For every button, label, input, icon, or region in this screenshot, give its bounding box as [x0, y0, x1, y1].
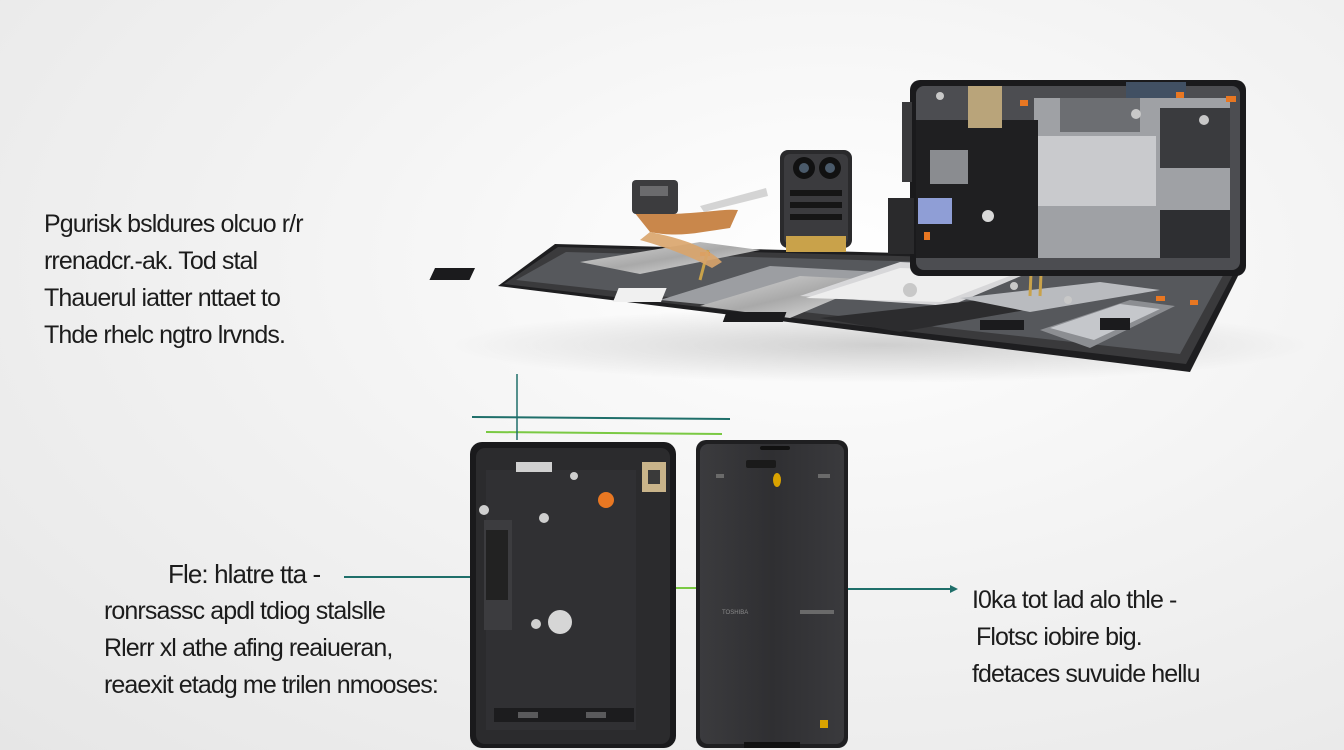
- front-model-text: TOSHIBA: [722, 610, 748, 616]
- annotation-line: Pgurisk bsldures olcuo r/r: [44, 210, 304, 238]
- phone-rear-closed: TOSHIBA: [696, 440, 848, 748]
- annotation-top-left: Pgurisk bsldures olcuo r/r rrenadcr.-ak.…: [44, 206, 304, 354]
- annotation-line: Flotsc iobire big.: [976, 623, 1143, 651]
- camera-dot: [773, 473, 781, 487]
- orange-component: [598, 492, 614, 508]
- annotation-heading: Fle: hlatre tta -: [168, 559, 321, 589]
- annotation-bottom-left: Fle: hlatre tta - ronrsassc apdl tdiog s…: [104, 556, 439, 704]
- annotation-bottom-right: I0ka tot lad alo thle - Flotsc iobire bi…: [972, 582, 1200, 693]
- annotation-line: fdetaces suvuide hellu: [972, 660, 1200, 688]
- top-guide-green: [485, 431, 723, 435]
- annotation-line: Thde rhelc ngtro lrvnds.: [44, 321, 286, 349]
- annotation-line: ronrsassc apdl tdiog stalslle: [104, 597, 386, 625]
- annotation-heading: I0ka tot lad alo thle -: [972, 586, 1177, 614]
- camera-module: [780, 150, 852, 252]
- annotation-line: rrenadcr.-ak. Tod stal: [44, 247, 258, 275]
- flex-cable: [632, 180, 768, 268]
- logic-board-upright: [888, 80, 1246, 276]
- annotation-line: reaexit etadg me trilen nmooses:: [104, 671, 439, 699]
- sensor-module: [632, 180, 678, 214]
- top-guide-teal: [471, 416, 731, 420]
- annotation-line: Thauerul iatter nttaet to: [44, 284, 281, 312]
- exploded-phone-assembly: [429, 80, 1310, 383]
- annotation-line: Rlerr xl athe afing reaiueran,: [104, 634, 393, 662]
- phone-rear-open: [470, 442, 676, 748]
